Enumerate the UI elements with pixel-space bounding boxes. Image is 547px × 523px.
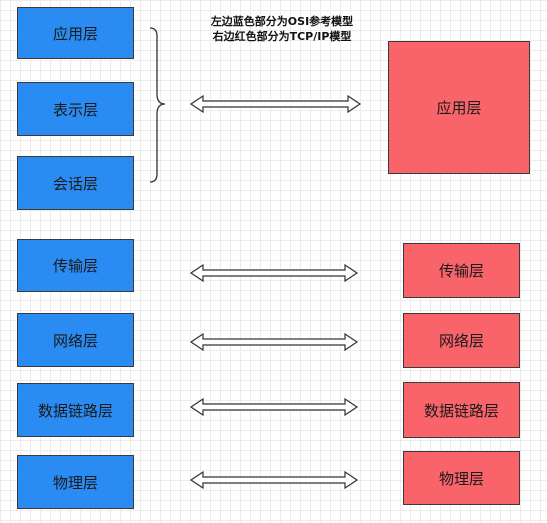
osi-layer-application: 应用层 [17,7,134,59]
osi-layer-session: 会话层 [17,156,134,210]
double-arrow-transport [189,263,359,283]
tcpip-layer-application: 应用层 [388,41,530,174]
tcpip-layer-physical: 物理层 [403,451,520,505]
osi-layer-presentation: 表示层 [17,82,134,136]
double-arrow-physical [189,470,359,490]
osi-layer-network: 网络层 [17,313,134,367]
caption-line-2: 右边红色部分为TCP/IP模型 [212,30,352,43]
osi-layer-transport: 传输层 [17,239,134,292]
double-arrow-datalink [189,397,359,417]
caption-line-1: 左边蓝色部分为OSI参考模型 [210,15,354,28]
double-arrow-network [189,332,359,352]
osi-layer-datalink: 数据链路层 [17,383,134,437]
tcpip-layer-datalink: 数据链路层 [403,382,520,438]
tcpip-layer-transport: 传输层 [403,243,520,298]
curly-brace [149,27,166,183]
osi-layer-physical: 物理层 [17,455,134,509]
double-arrow-application [189,94,362,114]
diagram-caption: 左边蓝色部分为OSI参考模型 右边红色部分为TCP/IP模型 [182,14,382,44]
tcpip-layer-network: 网络层 [403,313,520,368]
